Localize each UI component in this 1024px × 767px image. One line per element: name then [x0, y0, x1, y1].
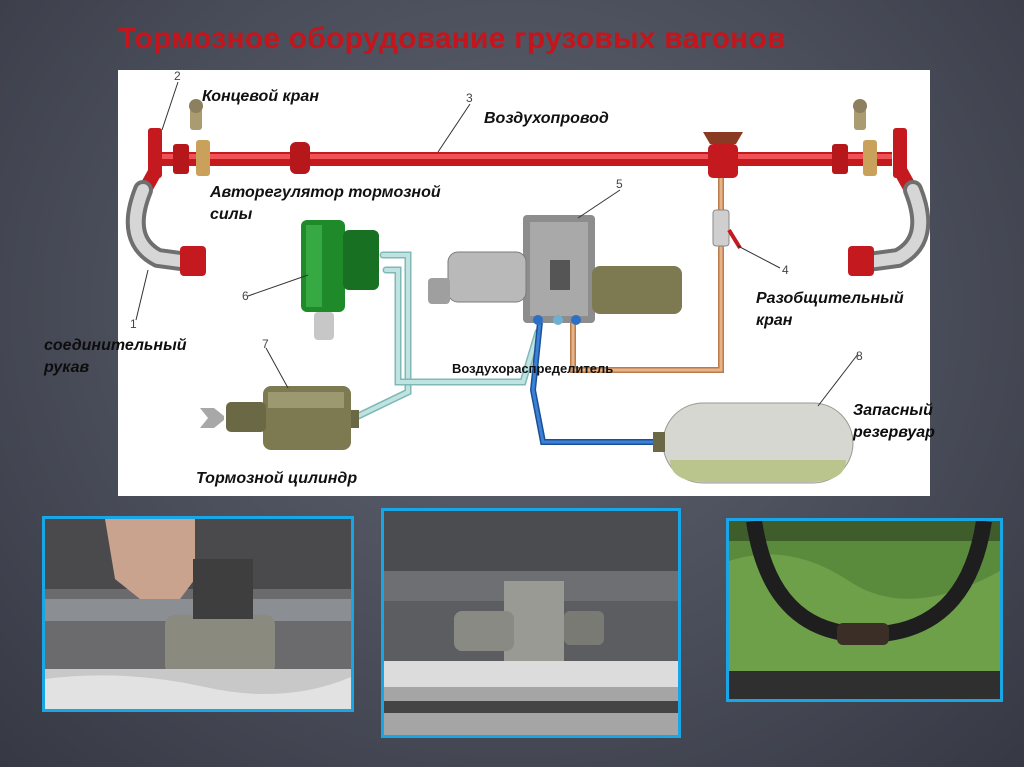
- label-air-line: Воздухопровод: [484, 108, 609, 130]
- label-reservoir-line1: Запасный: [853, 400, 935, 422]
- label-disconnect-valve-line1: Разобщительный: [756, 288, 904, 310]
- label-load-regulator-line2: силы: [210, 204, 441, 226]
- photo-air-distributor-image: [384, 511, 678, 735]
- brake-schematic: 2 3 5 4 6 1 7 8: [118, 70, 930, 496]
- load-regulator: [301, 220, 379, 340]
- callout-1: 1: [130, 317, 137, 331]
- air-distributor: [428, 215, 682, 325]
- label-disconnect-valve: Разобщительный кран: [756, 288, 904, 332]
- photo-air-distributor: [381, 508, 681, 738]
- label-reservoir-line2: резервуар: [853, 422, 935, 444]
- callout-6: 6: [242, 289, 249, 303]
- callout-4: 4: [782, 263, 789, 277]
- label-air-distributor: Воздухораспределитель: [452, 358, 613, 380]
- brake-diagram: 2 3 5 4 6 1 7 8 Концевой кран Воздухопро…: [118, 70, 930, 496]
- brake-cylinder: [200, 386, 359, 450]
- label-connecting-hose-line1: соединительный: [44, 335, 187, 357]
- slide-title: Тормозное оборудование грузовых вагонов: [118, 22, 786, 56]
- callout-5: 5: [616, 177, 623, 191]
- label-reservoir: Запасный резервуар: [853, 400, 935, 444]
- label-load-regulator: Авторегулятор тормозной силы: [210, 182, 441, 226]
- label-end-valve: Концевой кран: [202, 86, 319, 108]
- label-connecting-hose-line2: рукав: [44, 357, 187, 379]
- photo-brake-cylinder-image: [45, 519, 351, 709]
- label-brake-cylinder: Тормозной цилиндр: [196, 468, 357, 490]
- callout-3: 3: [466, 91, 473, 105]
- callout-8: 8: [856, 349, 863, 363]
- label-load-regulator-line1: Авторегулятор тормозной: [210, 182, 441, 204]
- callout-7: 7: [262, 337, 269, 351]
- callout-2: 2: [174, 70, 181, 83]
- disconnect-valve: [713, 210, 740, 248]
- label-disconnect-valve-line2: кран: [756, 310, 904, 332]
- reservoir: [653, 403, 853, 483]
- photo-connecting-hoses-image: [729, 521, 1000, 699]
- label-connecting-hose: соединительный рукав: [44, 335, 187, 379]
- photo-connecting-hoses: [726, 518, 1003, 702]
- photo-brake-cylinder: [42, 516, 354, 712]
